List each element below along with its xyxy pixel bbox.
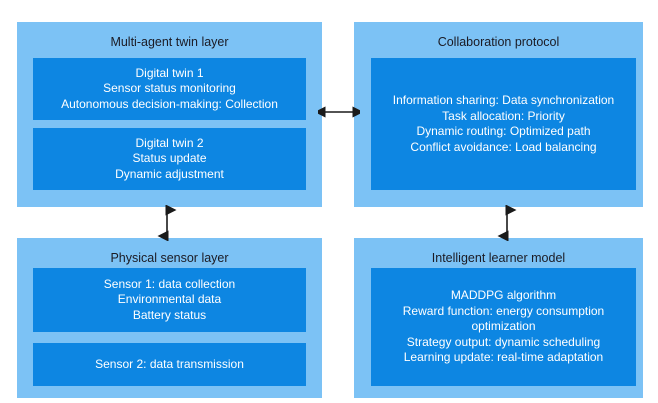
block-line: Information sharing: Data synchronizatio…: [392, 93, 615, 107]
block-line: Digital twin 2: [135, 135, 204, 150]
block-line: Environmental data: [117, 292, 222, 307]
block-line: Sensor 2: data transmission: [95, 356, 244, 371]
block-line: Sensor status monitoring: [103, 81, 236, 96]
block-line: Dynamic routing: Optimized path: [416, 124, 591, 138]
block-intelligent-learner-details: MADDPG algorithm Reward function: energy…: [371, 268, 636, 386]
block-line: Task allocation: Priority: [442, 108, 565, 123]
block-digital-twin-1: Digital twin 1 Sensor status monitoring …: [33, 58, 306, 120]
block-line: MADDPG algorithm: [450, 288, 557, 303]
block-collaboration-protocol-details: Information sharing: Data synchronizatio…: [371, 58, 636, 190]
block-sensor-1: Sensor 1: data collection Environmental …: [33, 268, 306, 332]
block-line: Conflict avoidance: Load balancing: [410, 139, 597, 154]
block-line: Strategy output: dynamic scheduling: [406, 334, 601, 349]
panel-title-physical-sensor-layer: Physical sensor layer: [110, 251, 229, 265]
block-sensor-2: Sensor 2: data transmission: [33, 343, 306, 386]
block-line: Learning update: real-time adaptation: [403, 350, 604, 365]
block-line: Reward function: energy consumption opti…: [402, 303, 605, 334]
block-line: Dynamic adjustment: [115, 166, 224, 181]
panel-title-collaboration-protocol: Collaboration protocol: [437, 35, 560, 49]
block-line: Sensor 1: data collection: [103, 276, 236, 291]
panel-title-intelligent-learner-model: Intelligent learner model: [431, 251, 566, 265]
block-digital-twin-2: Digital twin 2 Status update Dynamic adj…: [33, 128, 306, 190]
block-line: Battery status: [132, 307, 207, 322]
block-line: Digital twin 1: [135, 65, 204, 80]
connector-twin-to-sensor-double-arrow-icon: [157, 205, 177, 241]
block-line: Autonomous decision-making: Collection: [61, 96, 278, 111]
connector-protocol-to-learner-double-arrow-icon: [497, 205, 517, 241]
panel-title-multi-agent-twin-layer: Multi-agent twin layer: [110, 35, 229, 49]
block-line: Status update: [132, 151, 207, 166]
connector-twin-to-protocol-double-arrow-icon: [318, 106, 360, 118]
